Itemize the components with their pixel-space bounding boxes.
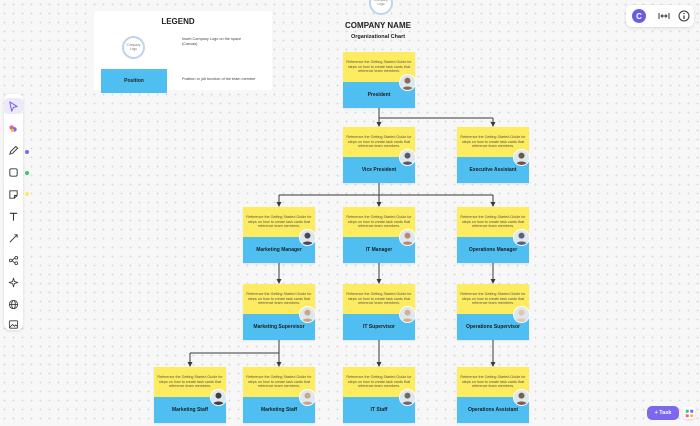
org-card-marketing-supervisor[interactable]: Reference the Getting Started Guide for … xyxy=(243,284,316,340)
card-title: IT Supervisor xyxy=(363,324,395,330)
company-logo-placeholder: Company Logo xyxy=(369,0,393,15)
org-card-it-manager[interactable]: Reference the Getting Started Guide for … xyxy=(343,207,416,263)
avatar xyxy=(210,389,227,406)
ai-generate-tool-button[interactable] xyxy=(4,274,23,290)
card-title: Operations Assistant xyxy=(467,407,519,413)
connector-icon xyxy=(9,233,18,242)
legend-logo-placeholder: Company Logo xyxy=(122,36,145,59)
org-card-it-supervisor[interactable]: Reference the Getting Started Guide for … xyxy=(343,284,416,340)
magic-icon xyxy=(8,277,19,287)
avatar xyxy=(399,74,416,91)
legend-title: LEGEND xyxy=(161,17,195,26)
sticky-note-icon xyxy=(9,189,18,199)
card-title: IT Staff xyxy=(370,407,388,413)
avatar xyxy=(513,149,530,166)
org-card-marketing-staff-1[interactable]: Reference the Getting Started Guide for … xyxy=(154,367,227,423)
add-task-button[interactable]: + Task xyxy=(647,406,679,420)
legend-logo-description: Insert Company Logo on the space (Canvas… xyxy=(182,37,242,47)
avatar xyxy=(299,389,316,406)
org-card-president[interactable]: Reference the Getting Started Guide for … xyxy=(343,52,416,108)
text-tool-button[interactable] xyxy=(4,208,23,224)
card-note: Reference the Getting Started Guide for … xyxy=(460,214,526,229)
org-card-marketing-manager[interactable]: Reference the Getting Started Guide for … xyxy=(243,207,316,263)
sticky-color-dot xyxy=(25,192,29,196)
card-note: Reference the Getting Started Guide for … xyxy=(460,291,526,306)
org-card-operations-manager[interactable]: Reference the Getting Started Guide for … xyxy=(457,207,530,263)
text-icon xyxy=(9,212,18,221)
globe-icon xyxy=(8,299,19,309)
apps-button[interactable] xyxy=(683,407,695,419)
shape-tool-button[interactable] xyxy=(4,164,23,180)
legend-panel: LEGEND Company Logo Insert Company Logo … xyxy=(94,11,272,93)
card-title: IT Manager xyxy=(365,247,393,253)
card-title: Vice President xyxy=(361,167,397,173)
org-card-it-staff[interactable]: Reference the Getting Started Guide for … xyxy=(343,367,416,423)
mind-map-icon xyxy=(8,255,19,265)
user-avatar[interactable]: C xyxy=(632,9,646,23)
card-note: Reference the Getting Started Guide for … xyxy=(246,291,312,306)
card-note: Reference the Getting Started Guide for … xyxy=(346,374,412,389)
cursor-icon xyxy=(9,100,18,112)
avatar xyxy=(399,229,416,246)
card-title: Marketing Manager xyxy=(256,247,302,253)
connector-tool-button[interactable] xyxy=(4,230,23,246)
card-note: Reference the Getting Started Guide for … xyxy=(246,214,312,229)
sticky-note-tool-button[interactable] xyxy=(4,186,23,202)
card-title: Operations Manager xyxy=(468,247,518,253)
shape-color-dot xyxy=(25,171,29,175)
card-note: Reference the Getting Started Guide for … xyxy=(346,291,412,306)
org-card-operations-assistant[interactable]: Reference the Getting Started Guide for … xyxy=(457,367,530,423)
sparkle-icon xyxy=(9,124,17,132)
card-note: Reference the Getting Started Guide for … xyxy=(346,214,412,229)
card-title: Marketing Supervisor xyxy=(253,324,305,330)
avatar xyxy=(299,229,316,246)
avatar xyxy=(399,149,416,166)
square-icon xyxy=(9,167,18,177)
avatar xyxy=(513,389,530,406)
ai-tool-button[interactable] xyxy=(4,120,23,136)
image-tool-button[interactable] xyxy=(4,316,23,332)
left-toolbar xyxy=(4,94,23,330)
chart-title: Organizational Chart xyxy=(350,34,406,40)
card-title: Marketing Staff xyxy=(171,407,209,413)
pen-color-dot xyxy=(25,150,29,154)
avatar xyxy=(513,306,530,323)
card-note: Reference the Getting Started Guide for … xyxy=(157,374,223,389)
card-note: Reference the Getting Started Guide for … xyxy=(346,134,412,149)
image-icon xyxy=(8,319,19,329)
card-note: Reference the Getting Started Guide for … xyxy=(460,134,526,149)
fit-width-icon[interactable] xyxy=(658,10,670,22)
pen-tool-button[interactable] xyxy=(4,142,23,158)
card-title: Executive Assistant xyxy=(469,167,517,173)
pen-icon xyxy=(9,145,19,155)
avatar xyxy=(513,229,530,246)
info-icon[interactable] xyxy=(678,10,690,22)
card-note: Reference the Getting Started Guide for … xyxy=(246,374,312,389)
embed-tool-button[interactable] xyxy=(4,296,23,312)
mind-map-tool-button[interactable] xyxy=(4,252,23,268)
select-tool-button[interactable] xyxy=(4,98,23,114)
avatar xyxy=(399,306,416,323)
org-card-marketing-staff-2[interactable]: Reference the Getting Started Guide for … xyxy=(243,367,316,423)
company-name: COMPANY NAME xyxy=(345,21,411,30)
avatar xyxy=(399,389,416,406)
org-card-vice-president[interactable]: Reference the Getting Started Guide for … xyxy=(343,127,416,183)
legend-position-sample: Position xyxy=(101,69,167,93)
apps-grid-icon xyxy=(685,409,693,417)
card-title: Marketing Staff xyxy=(260,407,298,413)
top-right-toolbar: C xyxy=(626,5,694,27)
card-title: President xyxy=(367,92,391,98)
avatar xyxy=(299,306,316,323)
legend-position-description: Position or job function of the team mem… xyxy=(182,77,256,81)
org-card-executive-assistant[interactable]: Reference the Getting Started Guide for … xyxy=(457,127,530,183)
card-title: Operations Supervisor xyxy=(466,324,520,330)
org-card-operations-supervisor[interactable]: Reference the Getting Started Guide for … xyxy=(457,284,530,340)
card-note: Reference the Getting Started Guide for … xyxy=(460,374,526,389)
card-note: Reference the Getting Started Guide for … xyxy=(346,59,412,74)
